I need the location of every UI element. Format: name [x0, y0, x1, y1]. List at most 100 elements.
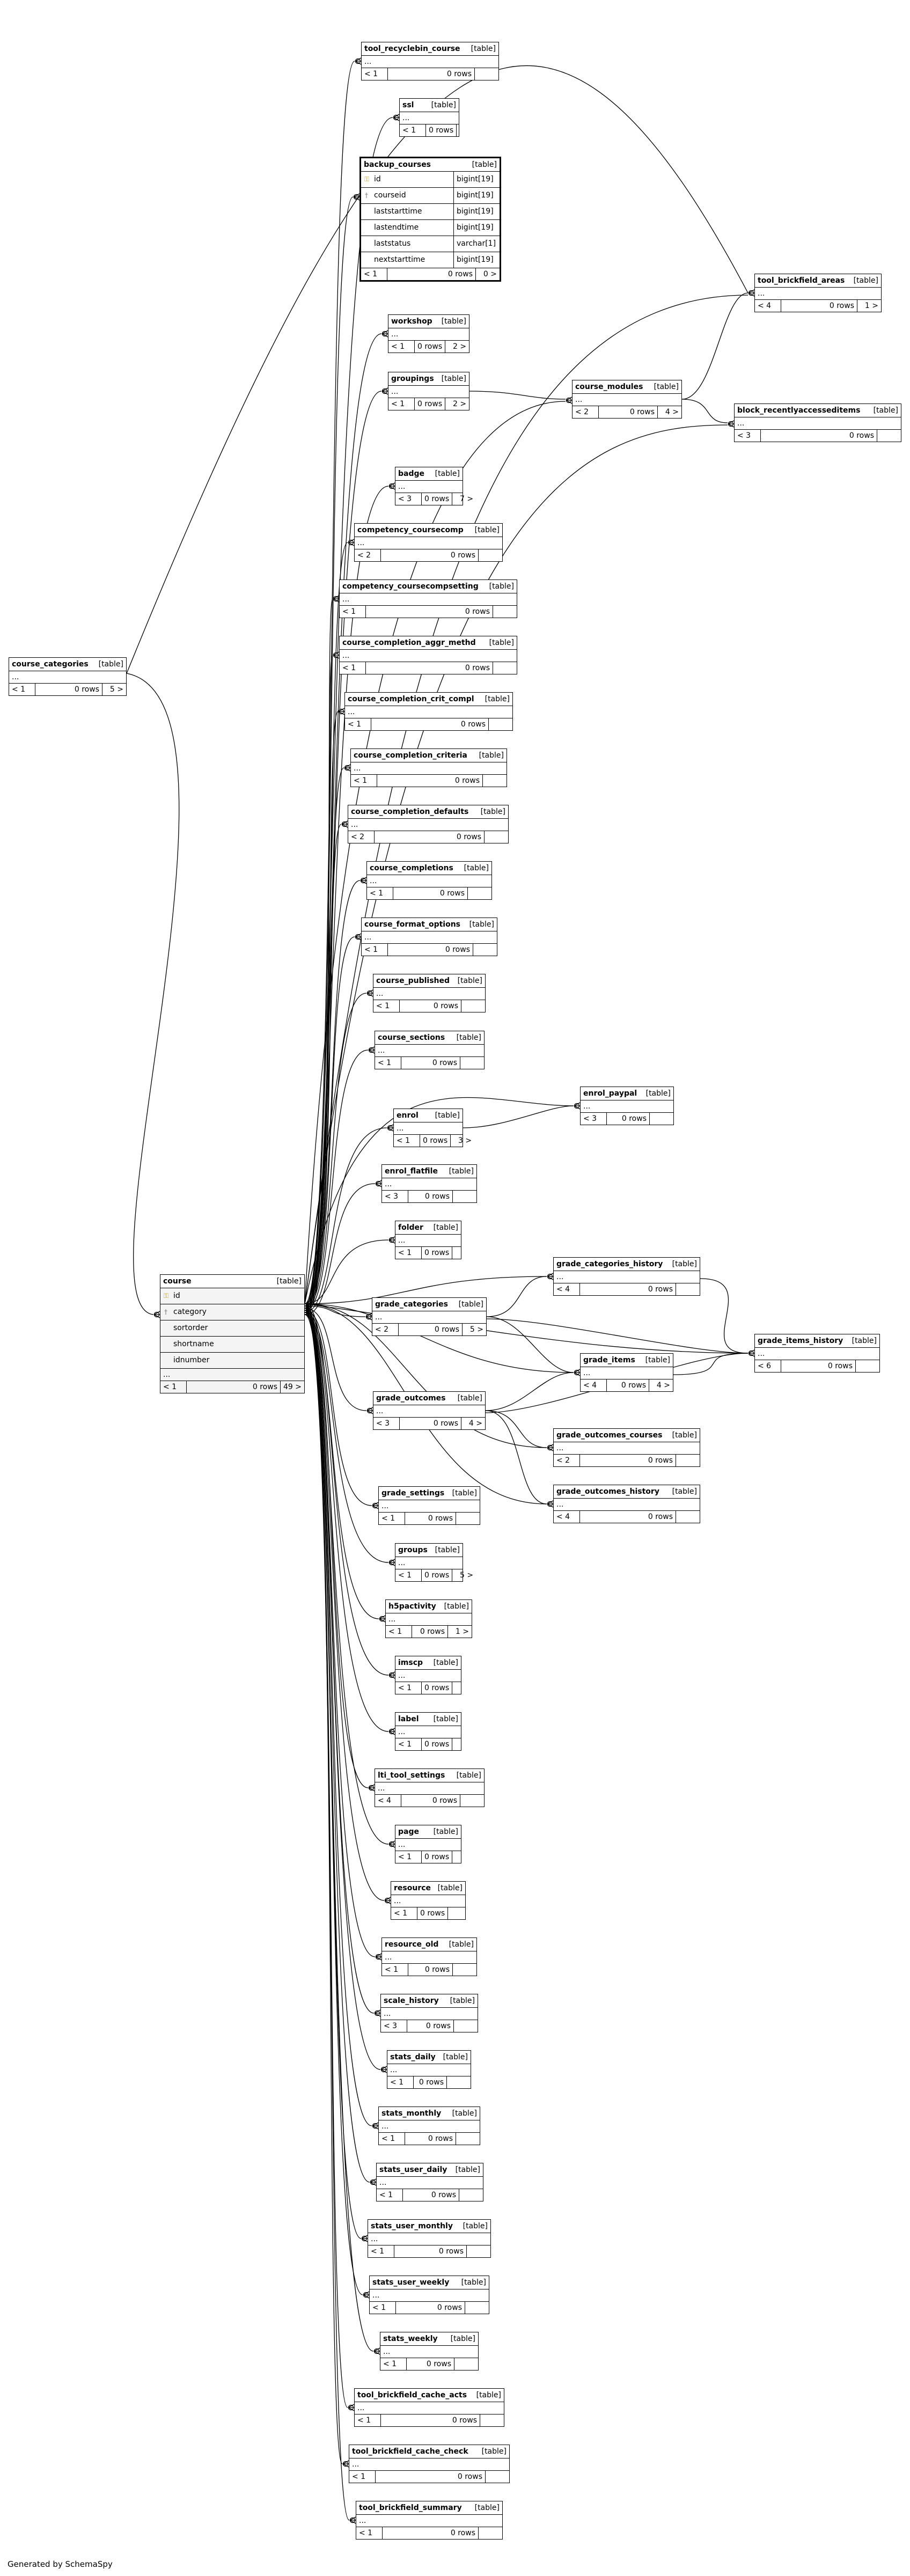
table-name[interactable]: page [398, 1828, 419, 1836]
table-name[interactable]: h5pactivity [388, 1602, 436, 1611]
parents-count[interactable]: < 1 [400, 124, 426, 136]
children-count[interactable] [460, 1795, 484, 1807]
children-count[interactable] [456, 1513, 480, 1524]
table-name[interactable]: tool_brickfield_summary [359, 2504, 462, 2512]
children-count[interactable] [480, 2414, 504, 2426]
children-count[interactable] [448, 1907, 472, 1919]
parents-count[interactable]: < 4 [581, 1379, 607, 1391]
children-count[interactable] [856, 1360, 879, 1372]
table-name[interactable]: course_completion_defaults [351, 808, 469, 816]
column-row[interactable]: idnumber [160, 1353, 304, 1369]
children-count[interactable]: 5 > [109, 685, 123, 694]
children-count[interactable] [452, 1247, 476, 1259]
parents-count[interactable]: < 3 [735, 430, 761, 442]
table-name[interactable]: course_sections [378, 1033, 445, 1042]
children-count[interactable] [473, 944, 497, 956]
table-name[interactable]: course_published [376, 977, 450, 985]
table-name[interactable]: grade_outcomes_history [556, 1487, 659, 1496]
parents-count[interactable]: < 3 [373, 1418, 400, 1429]
children-count[interactable] [493, 606, 517, 618]
parents-count[interactable]: < 1 [394, 1135, 420, 1147]
table-course-completion-crit-compl[interactable]: course_completion_crit_compl[table]...< … [344, 692, 513, 731]
parents-count[interactable]: < 1 [388, 341, 415, 353]
table-name[interactable]: stats_weekly [383, 2335, 438, 2343]
table-name[interactable]: lti_tool_settings [378, 1771, 445, 1780]
table-name[interactable]: tool_recyclebin_course [364, 45, 460, 53]
parents-count[interactable]: < 1 [395, 1682, 422, 1694]
parents-count[interactable]: < 1 [377, 2189, 403, 2201]
table-name[interactable]: grade_items [583, 1356, 635, 1364]
parents-count[interactable]: < 1 [340, 606, 366, 618]
table-name[interactable]: course [163, 1277, 192, 1286]
table-name[interactable]: stats_user_monthly [371, 2222, 453, 2230]
table-name[interactable]: grade_outcomes [376, 1394, 446, 1403]
children-count[interactable]: 7 > [460, 495, 474, 503]
parents-count[interactable]: < 1 [391, 1907, 417, 1919]
children-count[interactable] [454, 2358, 478, 2370]
children-count[interactable] [676, 1511, 700, 1523]
children-count[interactable] [479, 2527, 502, 2539]
parents-count[interactable]: < 2 [372, 1324, 399, 1335]
parents-count[interactable]: < 2 [554, 1455, 580, 1466]
table-name[interactable]: resource [394, 1884, 431, 1892]
children-count[interactable]: 5 > [460, 1571, 474, 1580]
children-count[interactable] [479, 549, 502, 561]
parents-count[interactable]: < 4 [554, 1511, 580, 1523]
column-row[interactable]: sortorder [160, 1320, 304, 1337]
table-name[interactable]: enrol [397, 1111, 419, 1120]
children-count[interactable]: 5 > [469, 1325, 483, 1334]
table-name[interactable]: enrol_paypal [583, 1089, 637, 1098]
table-name[interactable]: competency_coursecomp [357, 526, 464, 534]
children-count[interactable]: 1 > [864, 302, 878, 310]
parents-count[interactable]: < 6 [755, 1360, 781, 1372]
children-count[interactable] [456, 2133, 480, 2145]
children-count[interactable] [459, 2189, 483, 2201]
children-count[interactable] [460, 1057, 484, 1069]
children-count[interactable] [485, 831, 508, 843]
children-count[interactable] [453, 1964, 476, 1976]
children-count[interactable] [452, 1851, 476, 1863]
column-row[interactable]: shortname [160, 1337, 304, 1353]
table-name[interactable]: tool_brickfield_areas [758, 276, 845, 285]
table-name[interactable]: backup_courses [364, 160, 431, 169]
children-count[interactable]: 3 > [458, 1136, 472, 1145]
parents-count[interactable]: < 1 [395, 1851, 422, 1863]
children-count[interactable] [483, 775, 507, 787]
table-name[interactable]: folder [398, 1223, 423, 1232]
children-count[interactable] [493, 662, 517, 674]
parents-count[interactable]: < 4 [554, 1283, 580, 1295]
table-name[interactable]: course_completion_aggr_methd [342, 639, 476, 647]
parents-count[interactable]: < 1 [388, 398, 415, 410]
children-count[interactable] [475, 68, 498, 80]
parents-count[interactable]: < 2 [573, 406, 599, 418]
parents-count[interactable]: < 1 [373, 1000, 400, 1012]
children-count[interactable] [454, 2020, 478, 2032]
children-count[interactable] [650, 1113, 673, 1125]
